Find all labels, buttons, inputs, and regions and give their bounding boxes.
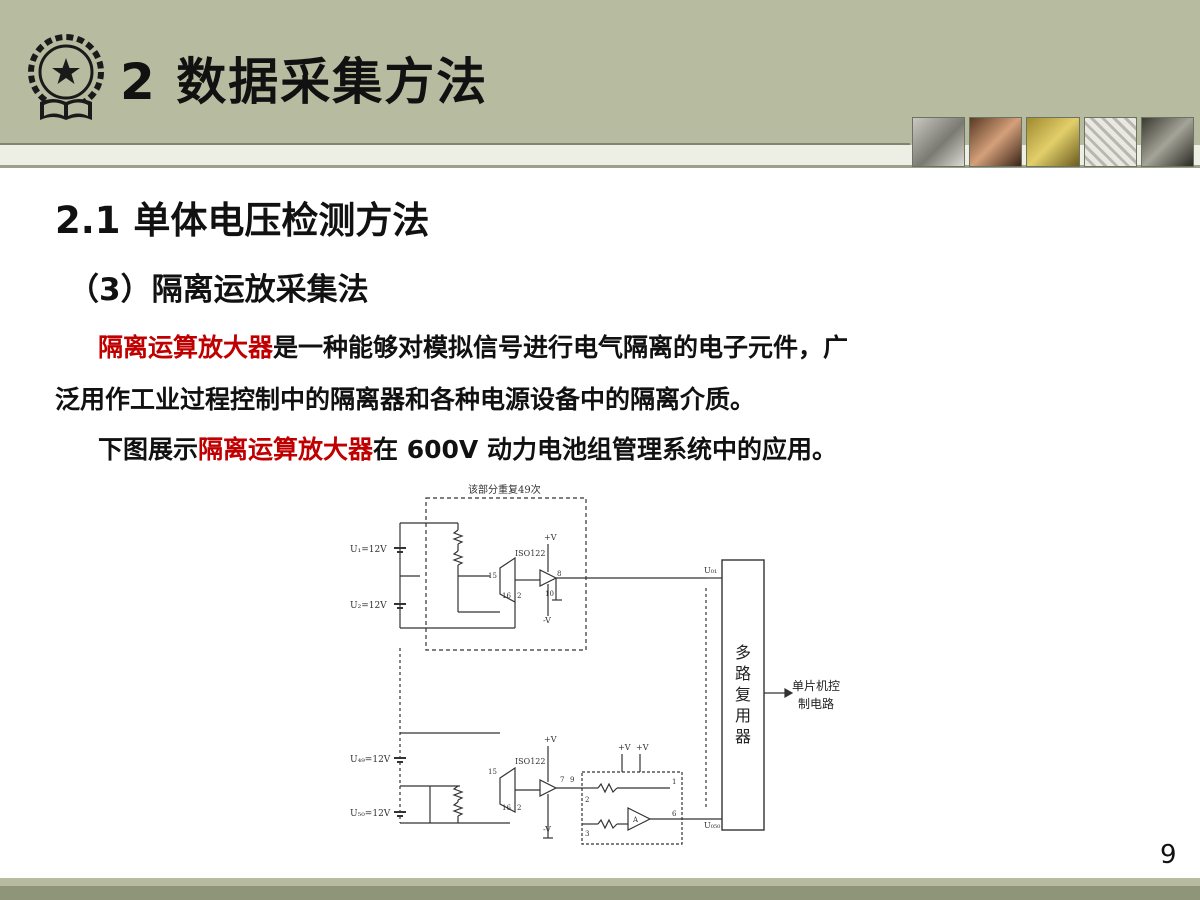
uo1-label: U₀₁: [704, 566, 717, 575]
battery-u50-label: U₅₀=12V: [350, 809, 391, 819]
battery-u2-label: U₂=12V: [350, 601, 387, 611]
svg-text:+V: +V: [636, 743, 649, 752]
highlight-term: 隔离运算放大器: [98, 333, 274, 362]
iso-bottom-label: ISO122: [515, 757, 545, 766]
paragraph-text: 下图展示: [98, 435, 199, 464]
thumbnail-image: [1083, 117, 1137, 167]
svg-text:复: 复: [735, 685, 751, 704]
repeat-note: 该部分重复49次: [468, 483, 541, 496]
battery-u1-label: U₁=12V: [350, 545, 387, 555]
svg-text:15: 15: [488, 572, 497, 580]
iso-top-label: ISO122: [515, 549, 545, 558]
svg-text:2: 2: [585, 796, 589, 804]
svg-text:2: 2: [517, 592, 521, 600]
circuit-diagram: 该部分重复49次 U₁=12V U₂=12V ISO122 15 16 2 +V…: [350, 483, 840, 845]
thumbnail-image: [969, 117, 1023, 167]
header-divider-bottom: [0, 165, 1200, 168]
repeat-region-box: [425, 497, 587, 651]
svg-text:2: 2: [517, 804, 521, 812]
thumbnail-image: [1140, 117, 1195, 167]
section-heading: 2.1 单体电压检测方法: [55, 199, 430, 242]
svg-text:16: 16: [502, 804, 511, 812]
thumbnail-image: [1026, 117, 1080, 167]
svg-text:6: 6: [672, 810, 677, 818]
diff-amp-triangle: [627, 807, 652, 831]
svg-text:+V: +V: [544, 735, 557, 744]
svg-text:7: 7: [560, 776, 564, 784]
paragraph-1-line-2: 泛用作工业过程控制中的隔离器和各种电源设备中的隔离介质。: [55, 385, 756, 414]
diff-amp-box: [581, 771, 683, 845]
svg-text:A: A: [632, 816, 639, 824]
svg-text:9: 9: [570, 776, 574, 784]
svg-text:路: 路: [735, 664, 751, 683]
university-emblem-icon: [28, 34, 104, 120]
multiplexer-box: [721, 559, 765, 831]
header-thumbnail-strip: [912, 117, 1195, 167]
subsection-heading: （3）隔离运放采集法: [68, 272, 369, 308]
svg-text:10: 10: [545, 590, 554, 598]
paragraph-text: 是一种能够对模拟信号进行电气隔离的电子元件，广: [273, 333, 849, 362]
svg-text:15: 15: [488, 768, 497, 776]
header-sub-band: [0, 145, 1200, 167]
paragraph-text: 在 600V 动力电池组管理系统中的应用。: [373, 435, 837, 464]
footer-band-dark: [0, 886, 1200, 900]
uo50-label: U₀₅₀: [704, 821, 720, 830]
output-label-line-2: 制电路: [798, 696, 834, 711]
header-divider: [0, 143, 910, 146]
svg-text:3: 3: [585, 830, 589, 838]
paragraph-2: 下图展示隔离运算放大器在 600V 动力电池组管理系统中的应用。: [98, 430, 837, 466]
battery-u49-label: U₄₉=12V: [350, 755, 391, 765]
svg-text:多: 多: [735, 643, 751, 662]
svg-text:16: 16: [502, 592, 511, 600]
svg-text:+V: +V: [618, 743, 631, 752]
svg-text:8: 8: [557, 570, 561, 578]
svg-text:+V: +V: [544, 533, 557, 542]
svg-text:器: 器: [735, 727, 751, 746]
svg-text:-V: -V: [543, 825, 551, 834]
page-number: 9: [1160, 840, 1177, 870]
output-label-line-1: 单片机控: [792, 679, 840, 693]
slide-title: 2 数据采集方法: [120, 53, 489, 111]
highlight-term: 隔离运算放大器: [198, 435, 374, 464]
footer-band: [0, 878, 1200, 886]
svg-text:1: 1: [672, 778, 676, 786]
thumbnail-image: [912, 117, 966, 167]
svg-text:用: 用: [735, 706, 751, 725]
paragraph-1-line-1: 隔离运算放大器是一种能够对模拟信号进行电气隔离的电子元件，广: [98, 328, 848, 364]
svg-text:-V: -V: [543, 616, 551, 625]
